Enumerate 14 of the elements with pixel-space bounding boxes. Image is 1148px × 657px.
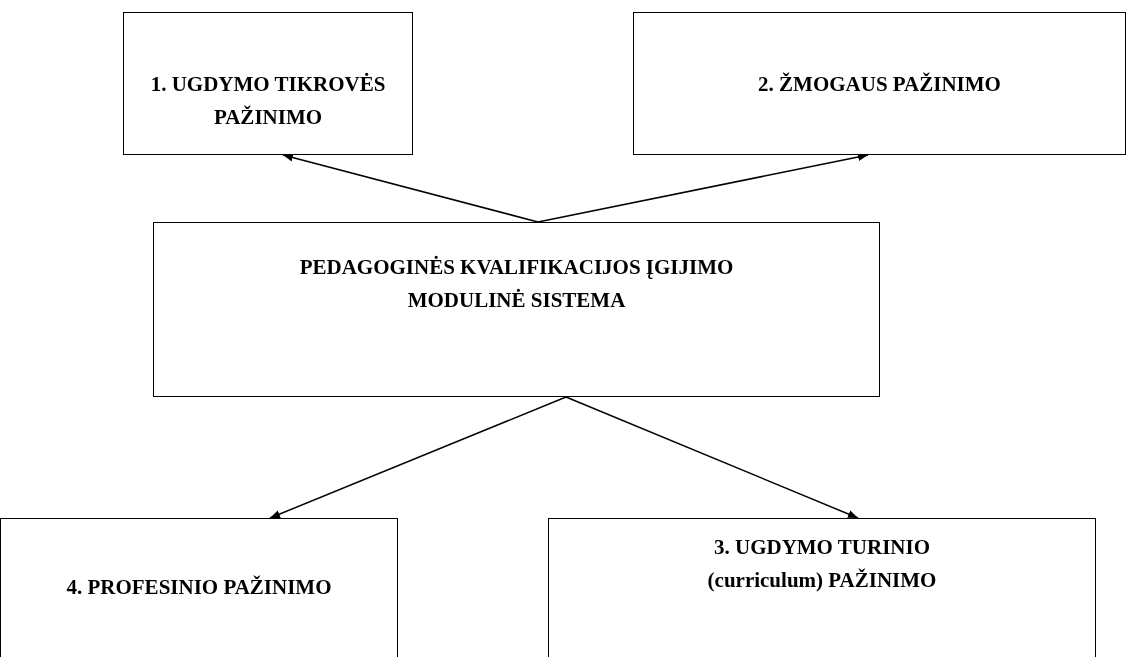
arrow [282,153,539,223]
box-label: 4. PROFESINIO PAŽINIMO [66,574,332,601]
arrow [565,396,859,519]
text-box [0,518,398,657]
box-label: 3. UGDYMO TURINIO (curriculum) PAŽINIMO [707,534,937,594]
box-label: 2. ŽMOGAUS PAŽINIMO [758,71,1001,98]
text-box [123,12,413,155]
arrow [269,396,567,519]
box-label: PEDAGOGINĖS KVALIFIKACIJOS ĮGIJIMO MODULINĖ SISTEMA [298,254,735,314]
box-label: 1. UGDYMO TIKROVĖS PAŽINIMO [149,71,387,131]
text-box [548,518,1096,657]
text-box [633,12,1126,155]
text-box [153,222,880,397]
arrow [537,153,869,223]
